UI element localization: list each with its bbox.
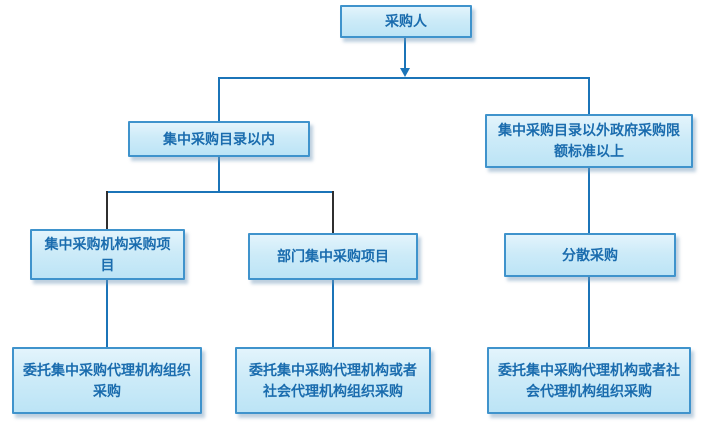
node-outside-catalog-above-quota-label: 集中采购目录以外政府采购限额标准以上 xyxy=(498,122,680,159)
node-entrust-central-or-social-agency-2: 委托集中采购代理机构或者社会代理机构组织采购 xyxy=(487,347,691,414)
node-department-centralized-projects-label: 部门集中采购项目 xyxy=(277,248,389,264)
connector-department-to-entrust xyxy=(332,280,334,347)
connector-within-catalog-stem xyxy=(218,157,220,191)
node-within-central-catalog-label: 集中采购目录以内 xyxy=(163,130,275,147)
node-outside-catalog-above-quota: 集中采购目录以外政府采购限额标准以上 xyxy=(485,114,693,168)
node-entrust-central-or-social-agency-2-label: 委托集中采购代理机构或者社会代理机构组织采购 xyxy=(498,361,680,399)
connector-outside-to-decentralized xyxy=(588,168,590,233)
node-entrust-central-agency: 委托集中采购代理机构组织采购 xyxy=(12,347,202,414)
node-decentralized-procurement-label: 分散采购 xyxy=(562,246,618,263)
connector-central-agency-to-entrust xyxy=(106,280,108,347)
connector-to-within-catalog xyxy=(218,77,220,121)
connector-to-outside-catalog xyxy=(588,77,590,114)
connector-decentralized-to-entrust xyxy=(588,277,590,347)
node-entrust-central-or-social-agency-1: 委托集中采购代理机构或者社会代理机构组织采购 xyxy=(235,347,431,414)
node-entrust-central-or-social-agency-1-label: 委托集中采购代理机构或者社会代理机构组织采购 xyxy=(249,361,417,399)
node-purchaser-label: 采购人 xyxy=(385,13,427,29)
node-within-central-catalog: 集中采购目录以内 xyxy=(128,121,310,157)
node-department-centralized-projects: 部门集中采购项目 xyxy=(248,233,418,280)
node-purchaser: 采购人 xyxy=(340,5,472,38)
node-decentralized-procurement: 分散采购 xyxy=(504,233,676,277)
connector-level2-horizontal xyxy=(106,191,334,193)
connector-to-central-agency-projects xyxy=(106,191,108,229)
node-central-agency-procurement-projects: 集中采购机构采购项目 xyxy=(30,229,185,280)
node-entrust-central-agency-label: 委托集中采购代理机构组织采购 xyxy=(23,361,191,399)
connector-to-department-projects xyxy=(332,191,334,233)
connector-purchaser-stem xyxy=(404,38,406,69)
arrow-down-icon xyxy=(400,68,410,77)
connector-level1-horizontal xyxy=(218,77,590,79)
node-central-agency-procurement-projects-label: 集中采购机构采购项目 xyxy=(44,235,171,273)
